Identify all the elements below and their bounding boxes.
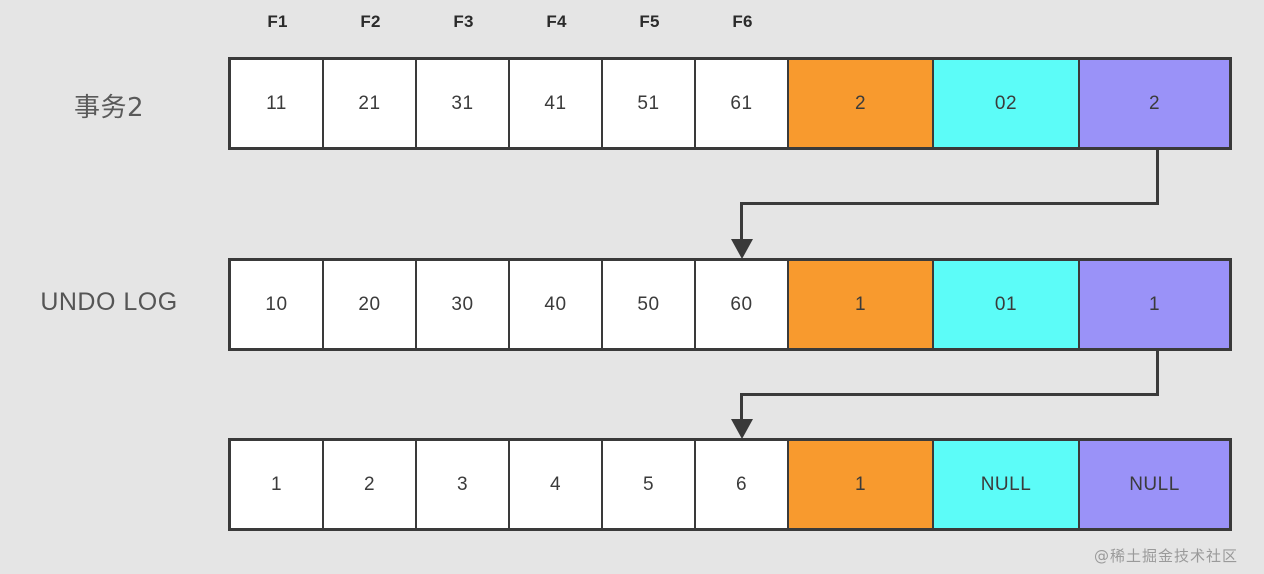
column-header-f3: F3 <box>453 12 474 31</box>
column-header-f6: F6 <box>732 12 753 31</box>
column-header-f2: F2 <box>360 12 381 31</box>
connector-segment-vertical-start <box>1156 150 1159 202</box>
table-cell: 30 <box>417 261 510 348</box>
connector-segment-vertical-end <box>740 202 743 242</box>
arrow-head-icon <box>731 419 753 439</box>
table-cell: 10 <box>231 261 324 348</box>
table-cell: 1 <box>789 261 934 348</box>
column-header-f1: F1 <box>267 12 288 31</box>
table-cell: 02 <box>934 60 1080 147</box>
connector-segment-vertical-end <box>740 393 743 422</box>
table-cell: 11 <box>231 60 324 147</box>
table-cell: 51 <box>603 60 696 147</box>
table-cell: 4 <box>510 441 603 528</box>
table-cell: 01 <box>934 261 1080 348</box>
table-cell: 1 <box>231 441 324 528</box>
table-cell: 6 <box>696 441 789 528</box>
table-cell: 21 <box>324 60 417 147</box>
row-label-0: 事务2 <box>73 92 145 123</box>
connector-segment-vertical-start <box>1156 351 1159 393</box>
watermark: @稀土掘金技术社区 <box>1093 547 1238 565</box>
column-header-f4: F4 <box>546 12 567 31</box>
table-cell: 1 <box>1080 261 1229 348</box>
table-cell: 61 <box>696 60 789 147</box>
table-cell: 60 <box>696 261 789 348</box>
table-cell: 31 <box>417 60 510 147</box>
table-cell: 20 <box>324 261 417 348</box>
table-cell: 50 <box>603 261 696 348</box>
connector-segment-horizontal <box>740 202 1159 205</box>
table-cell: 3 <box>417 441 510 528</box>
column-header-f5: F5 <box>639 12 660 31</box>
table-cell: NULL <box>1080 441 1229 528</box>
table-cell: 40 <box>510 261 603 348</box>
table-cell: NULL <box>934 441 1080 528</box>
arrow-head-icon <box>731 239 753 259</box>
connector-segment-horizontal <box>740 393 1159 396</box>
table-cell: 2 <box>1080 60 1229 147</box>
table-cell: 2 <box>789 60 934 147</box>
row-label-1: UNDO LOG <box>40 287 178 316</box>
table-cell: 2 <box>324 441 417 528</box>
table-cell: 1 <box>789 441 934 528</box>
table-cell: 5 <box>603 441 696 528</box>
table-cell: 41 <box>510 60 603 147</box>
